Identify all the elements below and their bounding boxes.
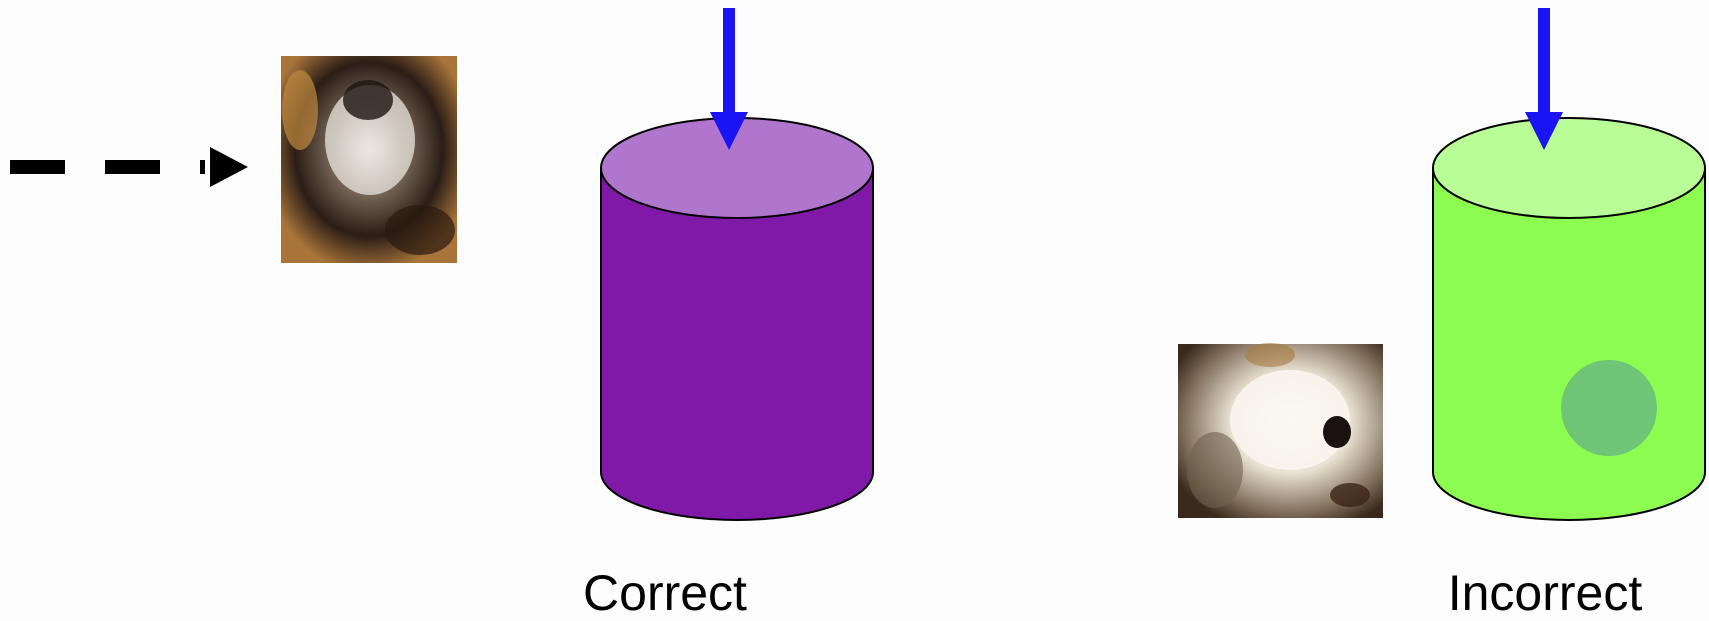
correct-label: Correct — [583, 565, 747, 621]
input-arrow-correct — [710, 8, 748, 150]
dashed-arrow — [10, 147, 248, 187]
arrow-down-icon — [710, 112, 748, 150]
arrow-right-icon — [210, 147, 248, 187]
incorrect-cylinder — [1432, 117, 1706, 521]
input-arrow-incorrect — [1525, 8, 1563, 150]
rejected-image — [1178, 343, 1383, 518]
incorrect-label: Incorrect — [1447, 565, 1643, 621]
correct-cylinder — [600, 117, 874, 521]
incorrect-marker — [1561, 360, 1657, 456]
arrow-down-icon — [1525, 112, 1563, 150]
input-image — [281, 56, 457, 263]
